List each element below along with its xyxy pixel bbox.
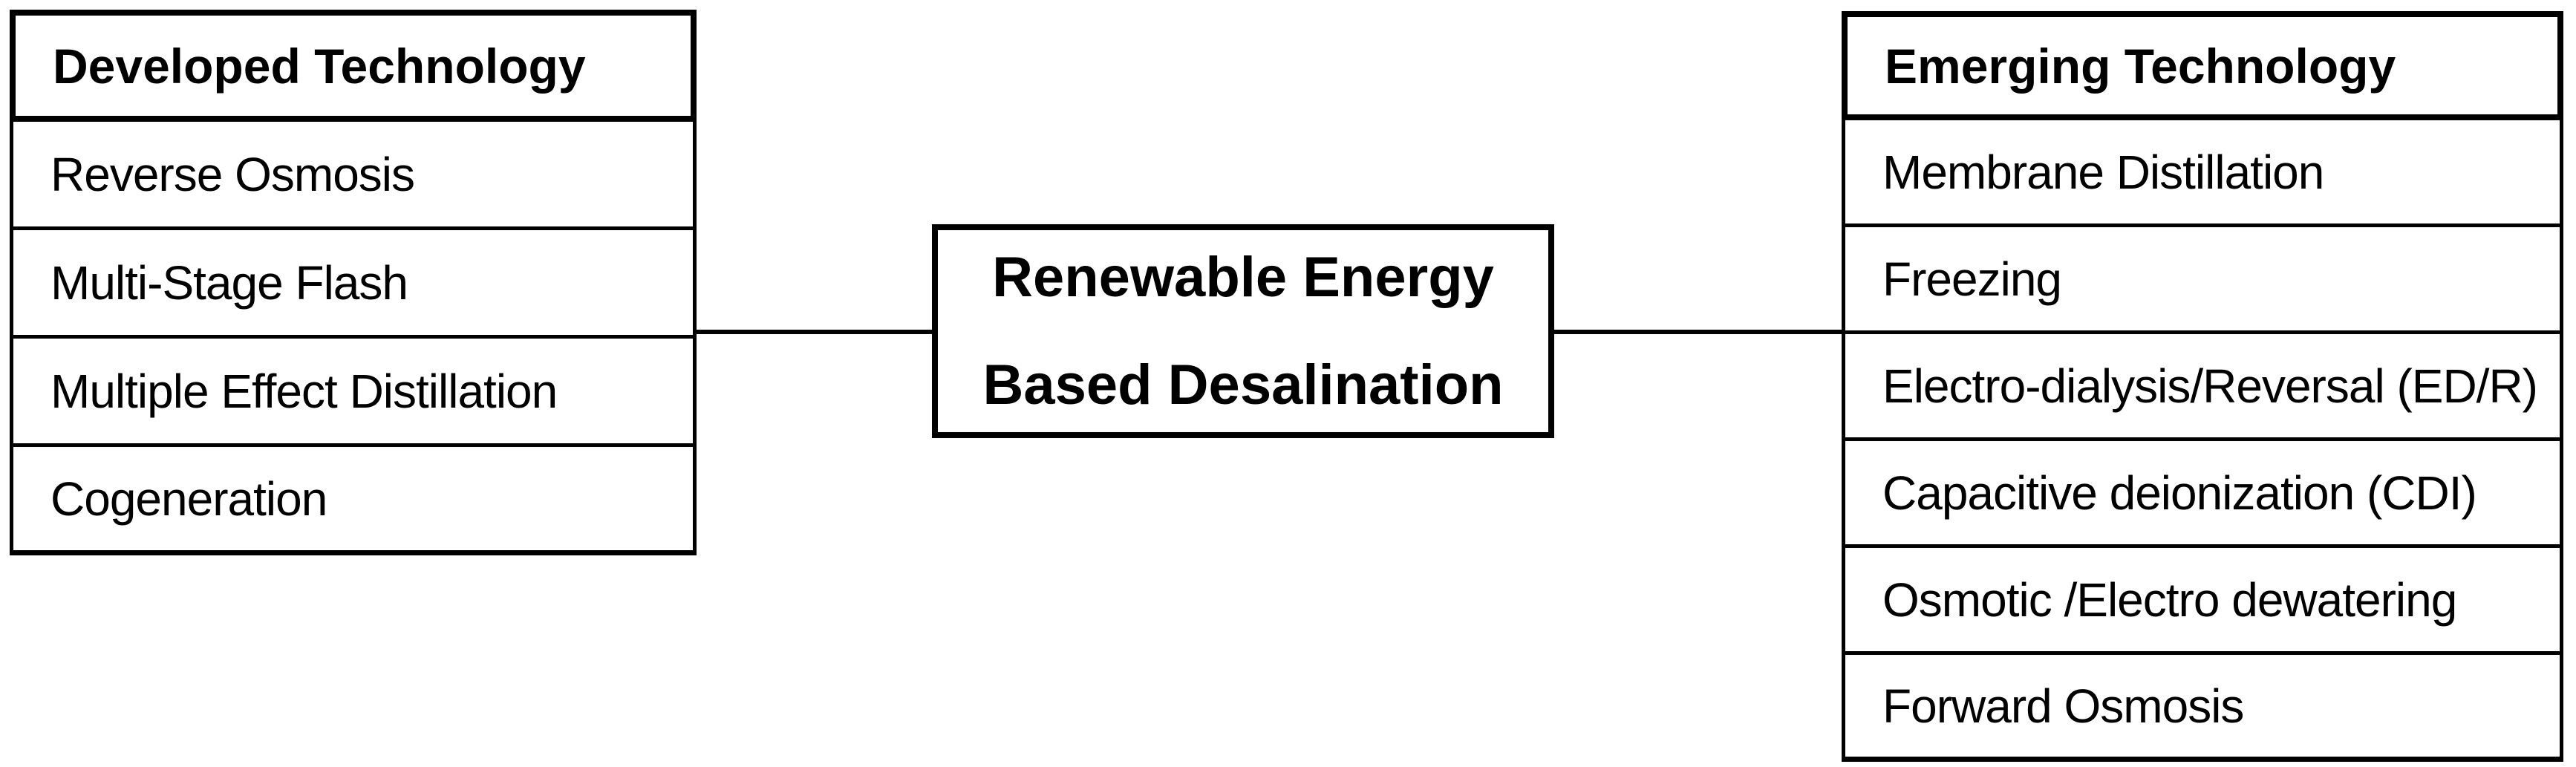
developed-technology-row: Cogeneration: [10, 447, 697, 555]
developed-technology-row: Multi-Stage Flash: [10, 230, 697, 339]
emerging-technology-table: Emerging Technology Membrane Distillatio…: [1842, 11, 2563, 762]
emerging-technology-row: Forward Osmosis: [1842, 655, 2563, 762]
emerging-technology-row: Electro-dialysis/Reversal (ED/R): [1842, 334, 2563, 441]
emerging-technology-row: Capacitive deionization (CDI): [1842, 441, 2563, 548]
emerging-technology-row: Osmotic /Electro dewatering: [1842, 548, 2563, 655]
developed-technology-table: Developed Technology Reverse Osmosis Mul…: [10, 10, 697, 555]
developed-technology-row: Multiple Effect Distillation: [10, 339, 697, 447]
developed-technology-row: Reverse Osmosis: [10, 122, 697, 230]
connector-right-line: [1554, 330, 1842, 334]
renewable-energy-center-box: Renewable Energy Based Desalination: [932, 224, 1554, 438]
emerging-technology-row: Membrane Distillation: [1842, 120, 2563, 227]
center-box-title-line2: Based Desalination: [982, 353, 1504, 417]
center-box-title-line1: Renewable Energy: [992, 246, 1494, 309]
developed-technology-header: Developed Technology: [10, 10, 697, 122]
emerging-technology-row: Freezing: [1842, 227, 2563, 334]
connector-left-line: [697, 330, 932, 334]
emerging-technology-header: Emerging Technology: [1842, 11, 2563, 120]
